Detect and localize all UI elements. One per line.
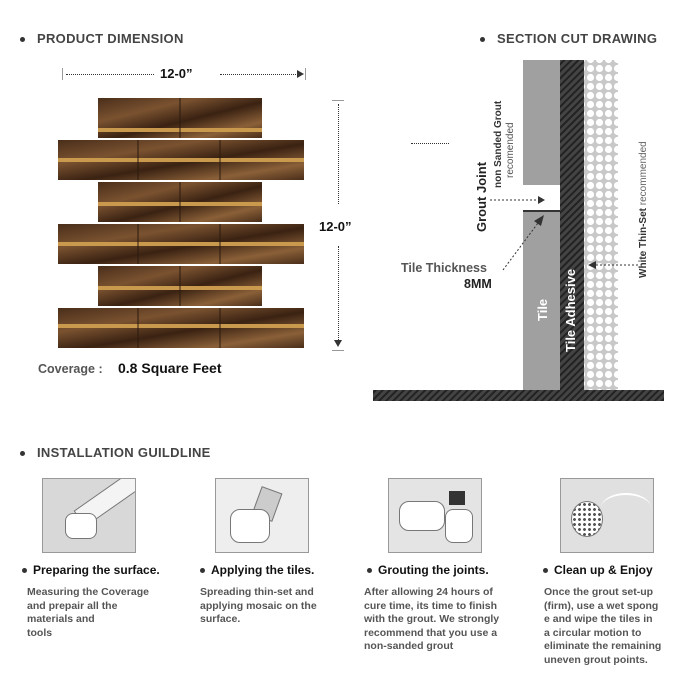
section-cut-heading: SECTION CUT DRAWING	[480, 31, 657, 46]
arrow-right-icon	[297, 70, 304, 78]
height-dotted-line	[338, 246, 339, 342]
tile-label: Tile	[535, 298, 550, 321]
step-2-title: Applying the tiles.	[200, 563, 314, 577]
step-title-text: Clean up & Enjoy	[554, 563, 653, 577]
step-4-image	[560, 478, 654, 553]
tile-lower	[523, 210, 560, 390]
thinset-label: White Thin-Set recommended	[638, 141, 649, 278]
heading-text: INSTALLATION GUILDLINE	[37, 445, 211, 460]
step-3-image	[388, 478, 482, 553]
section-cut-diagram	[373, 60, 664, 401]
grout-joint-label: Grout Joint	[474, 161, 489, 232]
product-dimension-heading: PRODUCT DIMENSION	[20, 31, 184, 46]
step-1-title: Preparing the surface.	[22, 563, 160, 577]
step-title-text: Preparing the surface.	[33, 563, 160, 577]
tile-upper	[523, 60, 560, 185]
step-2-desc: Spreading thin-set and applying mosaic o…	[200, 586, 317, 625]
heading-text: SECTION CUT DRAWING	[497, 31, 658, 46]
step-1-desc: Measuring the Coverage and prepair all t…	[27, 586, 149, 639]
step-title-text: Grouting the joints.	[378, 563, 489, 577]
adhesive-layer	[560, 60, 584, 390]
bullet-icon	[22, 568, 27, 574]
grout-note: recomended	[505, 122, 516, 178]
width-dotted-line	[66, 74, 154, 75]
coverage-value: 0.8 Square Feet	[118, 360, 222, 376]
coverage-label: Coverage :	[38, 362, 103, 376]
bullet-icon	[20, 37, 25, 43]
thinset-label-bold: White Thin-Set	[638, 208, 649, 278]
bullet-icon	[367, 568, 372, 574]
grout-note: non Sanded Grout	[493, 100, 504, 188]
height-label: 12-0”	[319, 219, 352, 234]
tile-thickness-value: 8MM	[464, 277, 492, 291]
dimension-tick	[332, 100, 344, 101]
heading-text: PRODUCT DIMENSION	[37, 31, 184, 46]
step-title-text: Applying the tiles.	[211, 563, 315, 577]
mosaic-tile-image	[58, 98, 304, 348]
bullet-icon	[200, 568, 205, 574]
dimension-tick	[332, 350, 344, 351]
tile-adhesive-label: Tile Adhesive	[563, 268, 578, 352]
step-4-desc: Once the grout set-up (firm), use a wet …	[544, 586, 662, 666]
width-label: 12-0”	[160, 66, 193, 81]
step-3-title: Grouting the joints.	[367, 563, 489, 577]
thinset-label-note: recommended	[638, 141, 649, 206]
dimension-tick	[305, 68, 306, 80]
height-dotted-line	[338, 104, 339, 204]
bullet-icon	[543, 568, 548, 574]
installation-heading: INSTALLATION GUILDLINE	[20, 445, 211, 460]
dimension-tick	[62, 68, 63, 80]
step-3-desc: After allowing 24 hours of cure time, it…	[364, 586, 500, 652]
bullet-icon	[20, 451, 25, 457]
width-dotted-line	[220, 74, 302, 75]
tile-thickness-label: Tile Thickness	[401, 261, 487, 275]
step-1-image	[42, 478, 136, 553]
thinset-layer	[584, 60, 618, 390]
arrow-down-icon	[334, 340, 342, 347]
base-layer	[373, 390, 664, 401]
bullet-icon	[480, 37, 485, 43]
step-2-image	[215, 478, 309, 553]
step-4-title: Clean up & Enjoy	[543, 563, 653, 577]
leader-dotted-line	[411, 143, 449, 144]
